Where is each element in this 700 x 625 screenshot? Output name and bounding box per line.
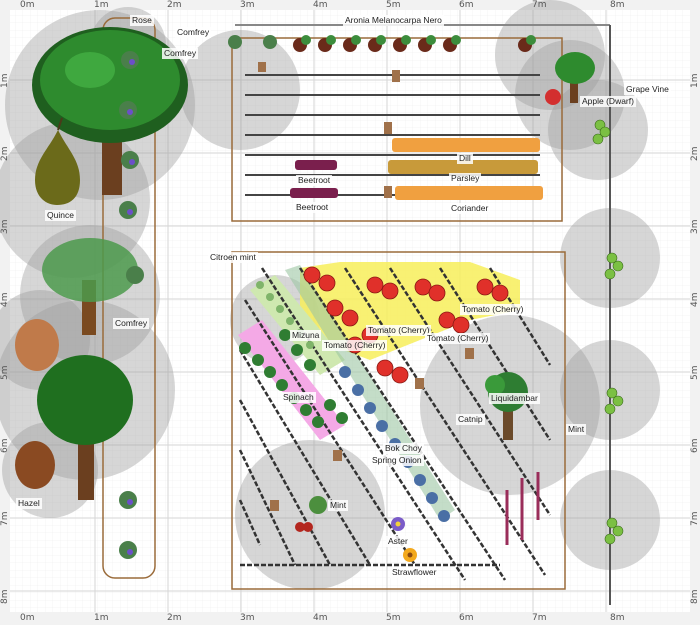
- tomato-plants: [303, 266, 509, 384]
- ruler-right-label: 1m: [690, 73, 700, 89]
- label-tomato-cherry-2[interactable]: Tomato (Cherry): [322, 340, 388, 351]
- ruler-left-label: 5m: [0, 365, 10, 381]
- ruler-bottom-label: 4m: [313, 613, 328, 623]
- tree-icon-large: [32, 27, 188, 195]
- aronia-hedge: [235, 24, 611, 605]
- ruler-right-label: 2m: [690, 146, 700, 162]
- label-parsley[interactable]: Parsley: [449, 173, 482, 184]
- rhubarb-stems: [505, 472, 540, 545]
- ruler-left-label: 6m: [0, 438, 10, 454]
- ruler-top-label: 1m: [94, 0, 109, 10]
- ruler-top-label: 8m: [610, 0, 625, 10]
- label-tomato-cherry-3[interactable]: Tomato (Cherry): [425, 333, 491, 344]
- mint-bottom-plant-icon: [295, 496, 327, 532]
- label-tomato-cherry-1[interactable]: Tomato (Cherry): [366, 325, 432, 336]
- label-strawflower[interactable]: Strawflower: [390, 567, 439, 578]
- label-tomato-cherry-4[interactable]: Tomato (Cherry): [460, 304, 526, 315]
- ruler-left-label: 3m: [0, 219, 10, 235]
- ruler-bottom-label: 1m: [94, 613, 109, 623]
- ruler-right-label: 5m: [690, 365, 700, 381]
- label-catnip[interactable]: Catnip: [456, 414, 485, 425]
- ruler-left-label: 7m: [0, 511, 10, 527]
- ruler-bottom-label: 7m: [532, 613, 547, 623]
- label-hazel[interactable]: Hazel: [16, 498, 42, 509]
- label-bok-choy[interactable]: Bok Choy: [383, 443, 424, 454]
- ruler-right-label: 8m: [690, 589, 700, 605]
- label-comfrey-mid[interactable]: Comfrey: [113, 318, 150, 329]
- tree-icon-mid: [42, 238, 138, 335]
- left-ruler: [0, 0, 10, 625]
- ruler-right-label: 4m: [690, 292, 700, 308]
- label-liquidambar[interactable]: Liquidambar: [489, 393, 540, 404]
- grape-icons: [592, 119, 624, 545]
- diagonal-rows: [238, 267, 552, 581]
- comfrey-flowers: [127, 59, 135, 555]
- bottom-ruler: [0, 612, 700, 625]
- label-aster[interactable]: Aster: [386, 536, 410, 547]
- label-mizuna[interactable]: Mizuna: [290, 330, 322, 341]
- label-dill[interactable]: Dill: [457, 153, 473, 164]
- apple-tree-icon: [545, 52, 595, 105]
- label-mint-bottom[interactable]: Mint: [328, 500, 349, 511]
- ruler-top-label: 5m: [386, 0, 401, 10]
- nut-icon-bottom: [15, 441, 55, 489]
- label-apple-dwarf[interactable]: Apple (Dwarf): [580, 96, 636, 107]
- ruler-right-label: 6m: [690, 438, 700, 454]
- label-beetroot-1[interactable]: Beetroot: [296, 175, 333, 186]
- label-rose[interactable]: Rose: [130, 15, 154, 26]
- ruler-top-label: 2m: [167, 0, 182, 10]
- label-comfrey-top2[interactable]: Comfrey: [175, 27, 212, 38]
- label-aronia[interactable]: Aronia Melanocarpa Nero: [343, 15, 444, 26]
- ruler-top-label: 7m: [532, 0, 547, 10]
- label-coriander[interactable]: Coriander: [449, 203, 491, 214]
- label-comfrey-top[interactable]: Comfrey: [162, 48, 199, 59]
- ruler-bottom-label: 0m: [20, 613, 35, 623]
- ruler-top-label: 0m: [20, 0, 35, 10]
- ruler-left-label: 2m: [0, 146, 10, 162]
- ruler-left-label: 4m: [0, 292, 10, 308]
- plant-markers: [270, 348, 474, 511]
- ruler-bottom-label: 3m: [240, 613, 255, 623]
- ruler-right-label: 7m: [690, 511, 700, 527]
- label-quince[interactable]: Quince: [45, 210, 76, 221]
- label-grape-vine[interactable]: Grape Vine: [624, 84, 671, 95]
- ruler-bottom-label: 5m: [386, 613, 401, 623]
- ruler-right-label: 3m: [690, 219, 700, 235]
- nut-icon-top: [15, 319, 59, 371]
- right-ruler: [690, 0, 700, 625]
- label-spinach[interactable]: Spinach: [281, 392, 316, 403]
- ruler-top-label: 4m: [313, 0, 328, 10]
- top-ruler: [0, 0, 700, 10]
- ruler-top-label: 6m: [459, 0, 474, 10]
- label-beetroot-2[interactable]: Beetroot: [294, 202, 331, 213]
- hazel-tree-icon: [37, 355, 133, 500]
- ruler-bottom-label: 2m: [167, 613, 182, 623]
- label-spring-onion[interactable]: Spring Onion: [370, 455, 424, 466]
- ruler-bottom-label: 8m: [610, 613, 625, 623]
- leafy-plants: [239, 329, 348, 428]
- strawflower-icon: [403, 548, 417, 562]
- ruler-bottom-label: 6m: [459, 613, 474, 623]
- aster-flower-icon: [391, 517, 405, 531]
- upper-bed-rows: [245, 62, 543, 200]
- label-citroen-mint[interactable]: Citroen mint: [208, 252, 258, 263]
- label-mint-right[interactable]: Mint: [566, 424, 587, 435]
- ruler-left-label: 8m: [0, 589, 10, 605]
- ruler-left-label: 1m: [0, 73, 10, 89]
- pear-icon: [35, 117, 80, 205]
- ruler-top-label: 3m: [240, 0, 255, 10]
